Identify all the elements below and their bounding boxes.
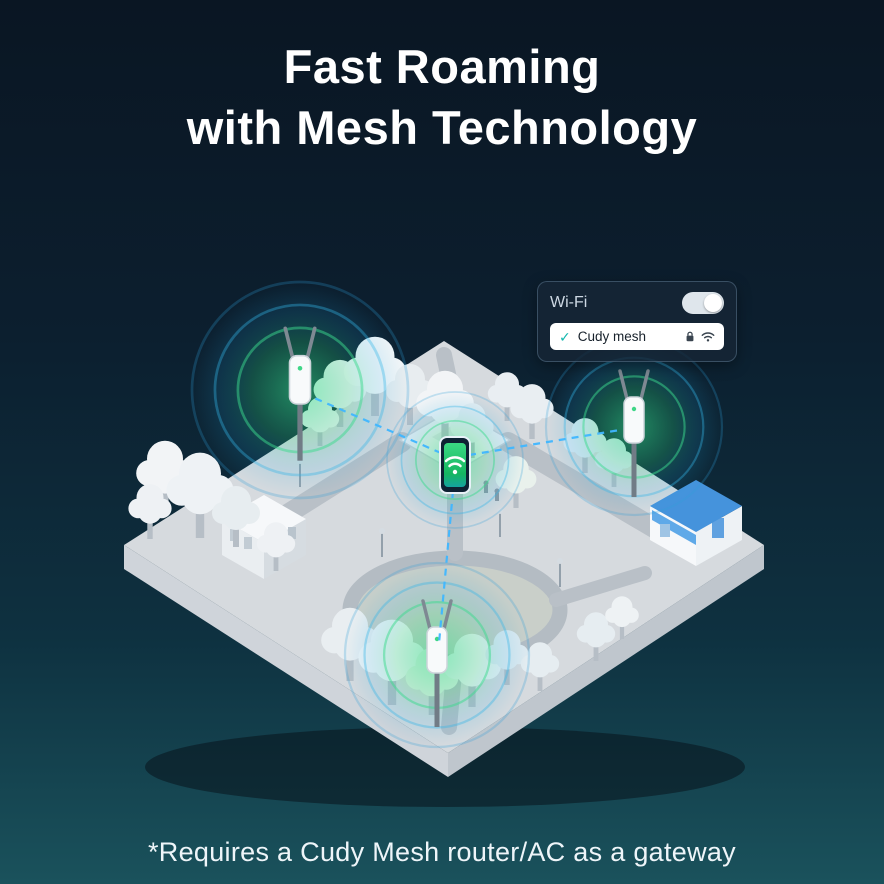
phone [439, 436, 471, 494]
phone-wifi-icon [444, 456, 466, 475]
wifi-signal-icon [701, 331, 715, 342]
lock-icon [686, 331, 694, 342]
mesh-link-1 [311, 395, 442, 455]
network-name: Cudy mesh [577, 329, 647, 344]
footnote: *Requires a Cudy Mesh router/AC as a gat… [148, 837, 736, 867]
building-shop [650, 480, 742, 566]
page-title: Fast Roaming with Mesh Technology [0, 36, 884, 158]
check-icon: ✓ [559, 328, 571, 345]
wifi-toggle[interactable] [682, 292, 724, 314]
network-row-icons [684, 330, 715, 343]
wifi-network-row[interactable]: ✓ Cudy mesh [550, 323, 724, 350]
title-line-2: with Mesh Technology [186, 101, 698, 155]
wifi-settings-card: Wi-Fi ✓ Cudy mesh [537, 281, 737, 362]
mesh-illustration [124, 280, 764, 807]
wifi-toggle-row: Wi-Fi [550, 292, 724, 314]
toggle-knob [704, 294, 722, 312]
mesh-links [311, 395, 621, 644]
title-line-1: Fast Roaming [283, 40, 601, 93]
wifi-label: Wi-Fi [550, 294, 588, 311]
